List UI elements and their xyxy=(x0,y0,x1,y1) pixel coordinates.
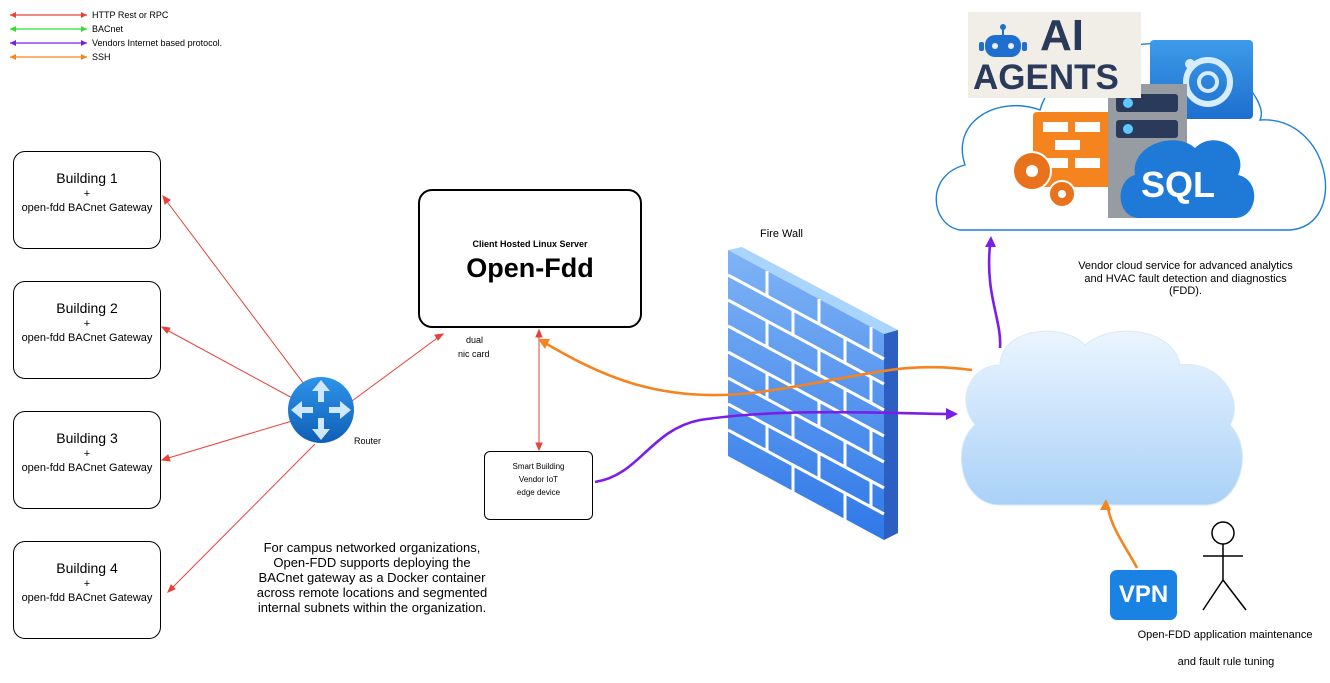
building-plus: + xyxy=(83,448,91,460)
legend-vendor-label: Vendors Internet based protocol. xyxy=(92,38,223,48)
building-subtitle: open-fdd BACnet Gateway xyxy=(21,592,153,604)
campus-description: For campus networked organizations, Open… xyxy=(256,540,488,615)
ssh-arrowhead-server xyxy=(538,339,550,349)
ai-agents-line2: AGENTS xyxy=(973,58,1119,97)
building-plus: + xyxy=(83,318,91,330)
legend-arrows xyxy=(10,12,87,60)
vendor-arrowhead-vendor-cloud xyxy=(985,236,996,247)
edge-line1: Smart Building xyxy=(512,462,565,471)
open-fdd-server-box: Client Hosted Linux Server Open-Fdd xyxy=(418,189,642,328)
ssh-link-vpn-cloud xyxy=(1106,507,1139,569)
building-plus: + xyxy=(83,578,91,590)
ssh-link-server-cloud xyxy=(544,341,973,397)
router-label: Router xyxy=(354,436,382,446)
nic-label-line1: dual xyxy=(466,335,484,345)
iot-edge-device-box: Smart Building Vendor IoT edge device xyxy=(484,451,593,520)
server-subtitle: Client Hosted Linux Server xyxy=(472,239,588,249)
vendor-link-cloud-vendor xyxy=(987,244,1002,349)
nic-label-line2: nic card xyxy=(458,349,490,359)
sql-cloud-icon xyxy=(1120,140,1255,218)
internet-cloud-icon xyxy=(960,330,1243,506)
router-icon xyxy=(288,377,354,443)
maintenance-line2: and fault rule tuning xyxy=(1177,656,1275,668)
router-building-links xyxy=(160,194,445,593)
building-title: Building 4 xyxy=(56,560,118,576)
building-1-box: Building 1 + open-fdd BACnet Gateway xyxy=(13,151,161,249)
building-plus: + xyxy=(83,188,91,200)
gears-icon xyxy=(1012,151,1076,208)
sql-label: SQL xyxy=(1141,164,1216,205)
building-title: Building 3 xyxy=(56,430,118,446)
vpn-icon: VPN xyxy=(1110,570,1177,620)
building-2-box: Building 2 + open-fdd BACnet Gateway xyxy=(13,281,161,379)
vendor-arrowhead-cloud xyxy=(946,408,958,420)
edge-line2: Vendor IoT xyxy=(518,475,559,484)
orange-firewall-icon xyxy=(1033,112,1113,187)
server-edge-link xyxy=(535,328,543,452)
legend-ssh-label: SSH xyxy=(92,52,111,62)
vendor-cloud-description: Vendor cloud service for advanced analyt… xyxy=(1078,260,1293,297)
ai-agents-line1: AI xyxy=(1040,11,1084,60)
legend-http-label: HTTP Rest or RPC xyxy=(92,10,169,20)
edge-line3: edge device xyxy=(516,488,561,497)
firewall-icon xyxy=(727,247,898,540)
server-title: Open-Fdd xyxy=(466,253,594,283)
ai-robot-overlay xyxy=(979,24,1027,57)
firewall-label: Fire Wall xyxy=(760,228,803,240)
building-subtitle: open-fdd BACnet Gateway xyxy=(21,332,153,344)
building-title: Building 1 xyxy=(56,170,118,186)
building-4-box: Building 4 + open-fdd BACnet Gateway xyxy=(13,541,161,639)
ssh-arrowhead-cloud xyxy=(1100,499,1111,510)
building-3-box: Building 3 + open-fdd BACnet Gateway xyxy=(13,411,161,509)
legend-bacnet-label: BACnet xyxy=(92,24,124,34)
building-title: Building 2 xyxy=(56,300,118,316)
building-subtitle: open-fdd BACnet Gateway xyxy=(21,462,153,474)
building-subtitle: open-fdd BACnet Gateway xyxy=(21,202,153,214)
person-icon xyxy=(1202,521,1247,611)
maintenance-line1: Open-FDD application maintenance xyxy=(1137,629,1313,641)
vendor-link-edge-cloud xyxy=(594,410,949,484)
